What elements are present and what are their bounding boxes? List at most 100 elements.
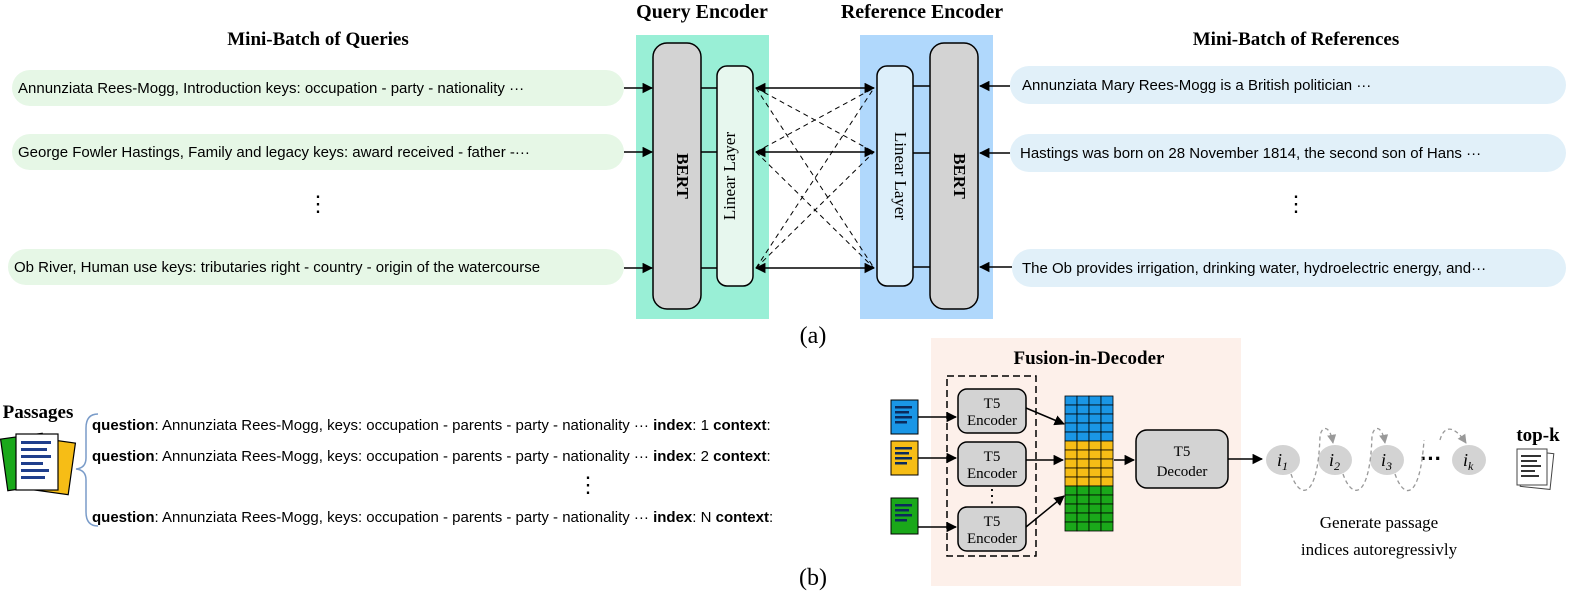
hidden-state-cell (1088, 521, 1102, 532)
hidden-state-cell (1064, 485, 1078, 496)
hidden-state-cell (1100, 512, 1114, 523)
svg-text:ik: ik (1463, 450, 1474, 473)
hidden-state-cell (1076, 476, 1090, 487)
reference-bubble (1010, 134, 1566, 172)
t5-decoder-block: T5 Decoder (1135, 429, 1229, 489)
index-token: ik (1452, 445, 1486, 475)
top-k-documents-icon (1516, 448, 1555, 491)
hidden-state-cell (1100, 467, 1114, 478)
hidden-state-cell (1100, 395, 1114, 406)
passage-row: question: Annunziata Rees-Mogg, keys: oc… (92, 448, 771, 465)
generate-caption: Generate passage (1320, 513, 1438, 532)
passage-row: question: Annunziata Rees-Mogg, keys: oc… (92, 417, 771, 434)
doc-to-encoder-arrows (918, 407, 1065, 533)
hidden-state-cell (1100, 413, 1114, 424)
svg-text:i1: i1 (1277, 450, 1288, 473)
t5-encoder-block: T5 Encoder (957, 388, 1027, 434)
query-bubble (8, 249, 624, 285)
index-token: i1 (1266, 445, 1300, 475)
hidden-state-cell (1088, 413, 1102, 424)
hidden-state-cell (1100, 494, 1114, 505)
hidden-state-cell (1076, 413, 1090, 424)
query-ellipsis: ⋮ (307, 191, 329, 216)
query-text: Ob River, Human use keys: tributaries ri… (14, 259, 540, 276)
encoder-ellipsis: ⋮ (983, 486, 1001, 506)
svg-text:Decoder: Decoder (1157, 464, 1208, 480)
hidden-state-cell (1100, 503, 1114, 514)
hidden-state-cell (1100, 521, 1114, 532)
query-text: George Fowler Hastings, Family and legac… (18, 144, 530, 161)
fid-title: Fusion-in-Decoder (1014, 348, 1166, 369)
hidden-state-cell (1100, 485, 1114, 496)
reference-linear-label: Linear Layer (891, 132, 910, 221)
hidden-state-cell (1076, 512, 1090, 523)
reference-bert-label: BERT (950, 153, 969, 199)
hidden-state-cell (1076, 422, 1090, 433)
svg-text:T5: T5 (1174, 444, 1191, 460)
hidden-state-cell (1064, 503, 1078, 514)
hidden-state-cell (1088, 449, 1102, 460)
query-encoder-title: Query Encoder (636, 1, 768, 23)
svg-text:Encoder: Encoder (967, 413, 1017, 429)
query-bubble (12, 70, 624, 106)
queries-heading: Mini-Batch of Queries (227, 29, 409, 50)
query-linear-label: Linear Layer (720, 132, 739, 221)
hidden-state-cell (1088, 476, 1102, 487)
hidden-state-cell (1064, 476, 1078, 487)
hidden-state-cell (1064, 521, 1078, 532)
hidden-state-cell (1064, 413, 1078, 424)
query-bert-block (652, 42, 702, 310)
hidden-state-cell (1064, 395, 1078, 406)
hidden-state-cell (1076, 494, 1090, 505)
hidden-state-cell (1088, 404, 1102, 415)
hidden-state-cell (1088, 503, 1102, 514)
part-b-label: (b) (799, 565, 827, 591)
svg-text:T5: T5 (984, 396, 1001, 412)
input-arrows (624, 80, 1012, 274)
hidden-state-cell (1088, 395, 1102, 406)
hidden-state-cell (1064, 440, 1078, 451)
reference-text: The Ob provides irrigation, drinking wat… (1022, 260, 1486, 277)
reference-bubble (1012, 249, 1566, 287)
hidden-state-cell (1076, 449, 1090, 460)
svg-text:i3: i3 (1381, 450, 1392, 473)
hidden-state-cell (1088, 467, 1102, 478)
query-bubble (12, 134, 624, 170)
hidden-state-cell (1100, 422, 1114, 433)
hidden-state-cell (1100, 476, 1114, 487)
svg-text:Encoder: Encoder (967, 466, 1017, 482)
hidden-state-cell (1100, 449, 1114, 460)
passages-label: Passages (3, 402, 74, 423)
reference-linear-block (876, 65, 914, 287)
green-document-icon (890, 497, 919, 535)
hidden-state-cell (1100, 431, 1114, 442)
hidden-state-cell (1088, 485, 1102, 496)
hidden-state-cell (1076, 395, 1090, 406)
query-text: Annunziata Rees-Mogg, Introduction keys:… (18, 80, 524, 97)
negative-pair-lines (755, 87, 875, 269)
hidden-state-cell (1076, 440, 1090, 451)
hidden-state-cell (1100, 404, 1114, 415)
reference-text: Hastings was born on 28 November 1814, t… (1020, 145, 1481, 162)
hidden-state-cell (1088, 512, 1102, 523)
svg-text:T5: T5 (984, 514, 1001, 530)
reference-encoder-title: Reference Encoder (841, 1, 1003, 23)
generate-caption: indices autoregressivly (1301, 540, 1458, 559)
hidden-state-cell (1088, 440, 1102, 451)
query-bert-label: BERT (673, 153, 692, 199)
svg-text:i2: i2 (1329, 450, 1340, 473)
hidden-state-cell (1064, 458, 1078, 469)
blue-document-icon (890, 399, 919, 435)
hidden-state-cell (1088, 422, 1102, 433)
reference-ellipsis: ⋮ (1285, 191, 1307, 216)
hidden-state-cell (1076, 503, 1090, 514)
hidden-state-cell (1088, 431, 1102, 442)
hidden-state-cell (1064, 467, 1078, 478)
svg-text:Encoder: Encoder (967, 531, 1017, 547)
hidden-state-cell (1064, 494, 1078, 505)
query-linear-block (716, 65, 754, 287)
concatenated-hidden-states (1064, 395, 1114, 532)
hidden-state-cell (1100, 440, 1114, 451)
hidden-state-cell (1076, 458, 1090, 469)
